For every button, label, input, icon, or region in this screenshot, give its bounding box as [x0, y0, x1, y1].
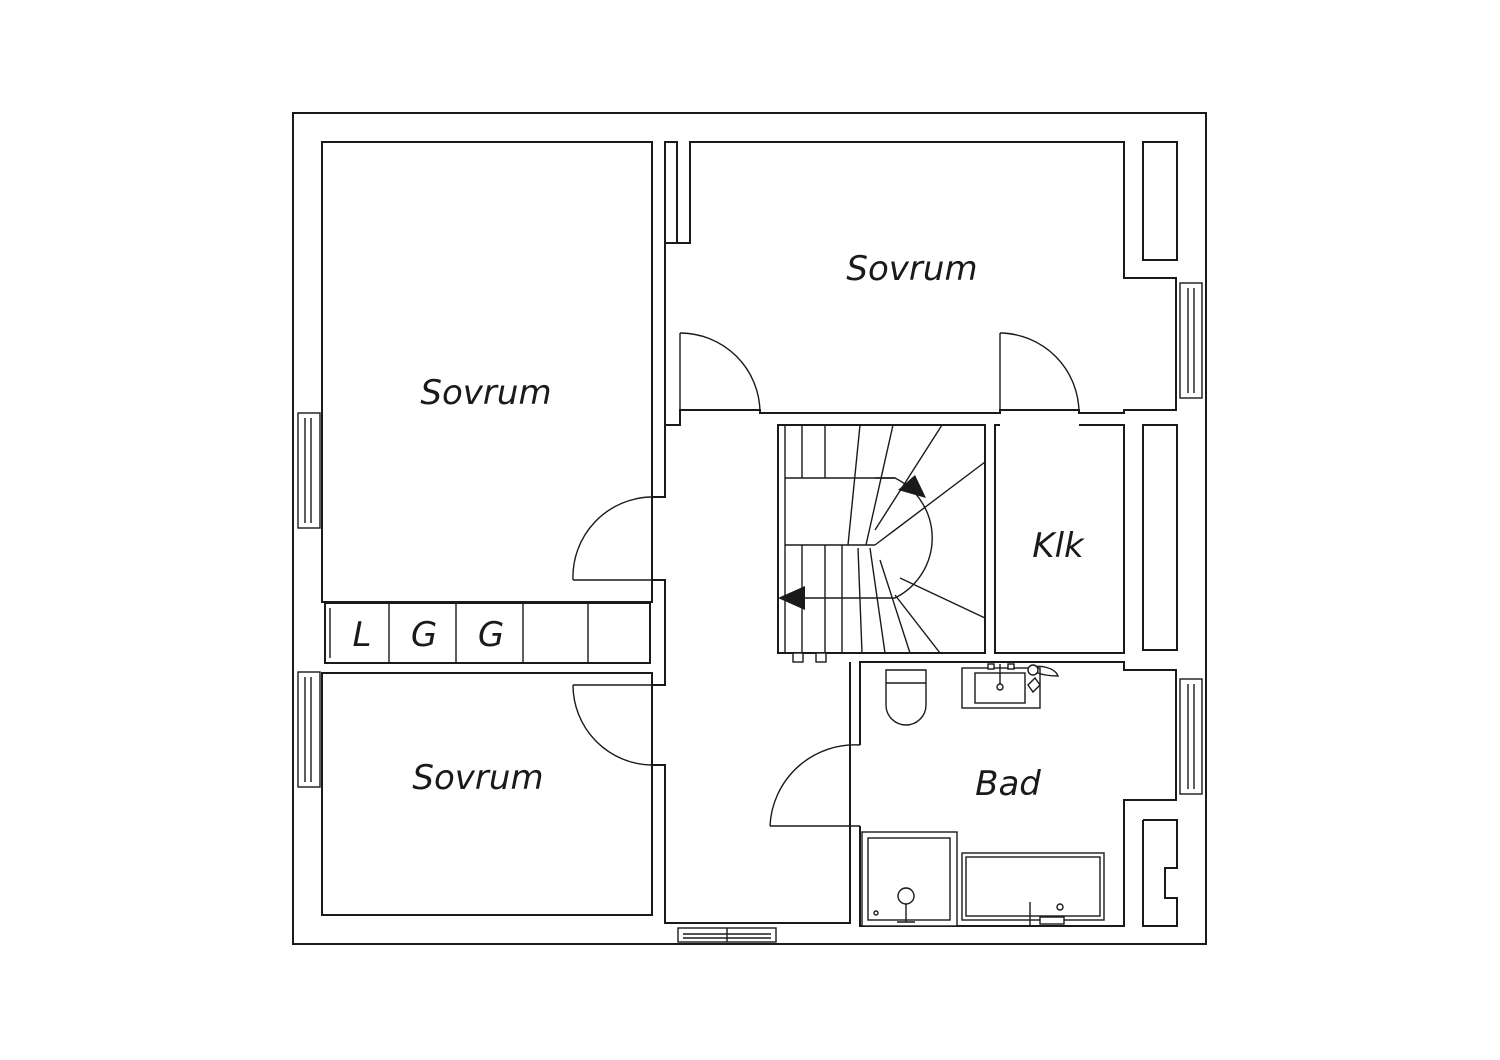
- window-icon: [1179, 678, 1203, 795]
- doors: [572, 332, 1080, 827]
- storage-strip: [324, 602, 651, 664]
- sink-icon: [961, 663, 1041, 709]
- door-icon: [572, 684, 653, 766]
- door-icon: [679, 332, 761, 414]
- arrow-icon: [898, 475, 926, 498]
- door-icon: [769, 744, 861, 827]
- storage-label-3: G: [478, 615, 504, 655]
- bath-niche: [1142, 819, 1178, 927]
- closet-niche: [1142, 141, 1178, 261]
- room-labels: Sovrum Sovrum Sovrum Klk Bad L G G: [353, 249, 1086, 804]
- room-label-closet: Klk: [1032, 526, 1085, 566]
- shower-icon: [861, 831, 958, 927]
- closet-niche: [1142, 424, 1178, 651]
- door-icon: [572, 496, 653, 581]
- bathtub-icon: [961, 852, 1105, 925]
- storage-label-1: L: [353, 615, 372, 655]
- storage-label-2: G: [411, 615, 437, 655]
- faucet-icon: [1027, 664, 1060, 694]
- window-icon: [1179, 282, 1203, 399]
- staircase: [777, 424, 986, 663]
- wall-pillar: [664, 141, 678, 244]
- closet-outline: [994, 424, 1125, 654]
- bathroom-fixtures: [861, 663, 1105, 927]
- toilet-icon: [885, 669, 927, 726]
- windows: [297, 282, 1203, 943]
- window-icon: [297, 671, 321, 788]
- door-icon: [999, 332, 1080, 414]
- room-label-bathroom: Bad: [975, 764, 1041, 804]
- room-label-bedroom-top-right: Sovrum: [846, 249, 977, 289]
- room-label-bedroom-left-upper: Sovrum: [420, 373, 551, 413]
- window-icon: [297, 412, 321, 529]
- arrow-icon: [778, 586, 805, 610]
- bathroom-outline: [859, 661, 1178, 927]
- bedroom-left-lower-outline: [321, 672, 653, 916]
- bedroom-left-upper-outline: [321, 141, 653, 603]
- room-label-bedroom-left-lower: Sovrum: [412, 758, 543, 798]
